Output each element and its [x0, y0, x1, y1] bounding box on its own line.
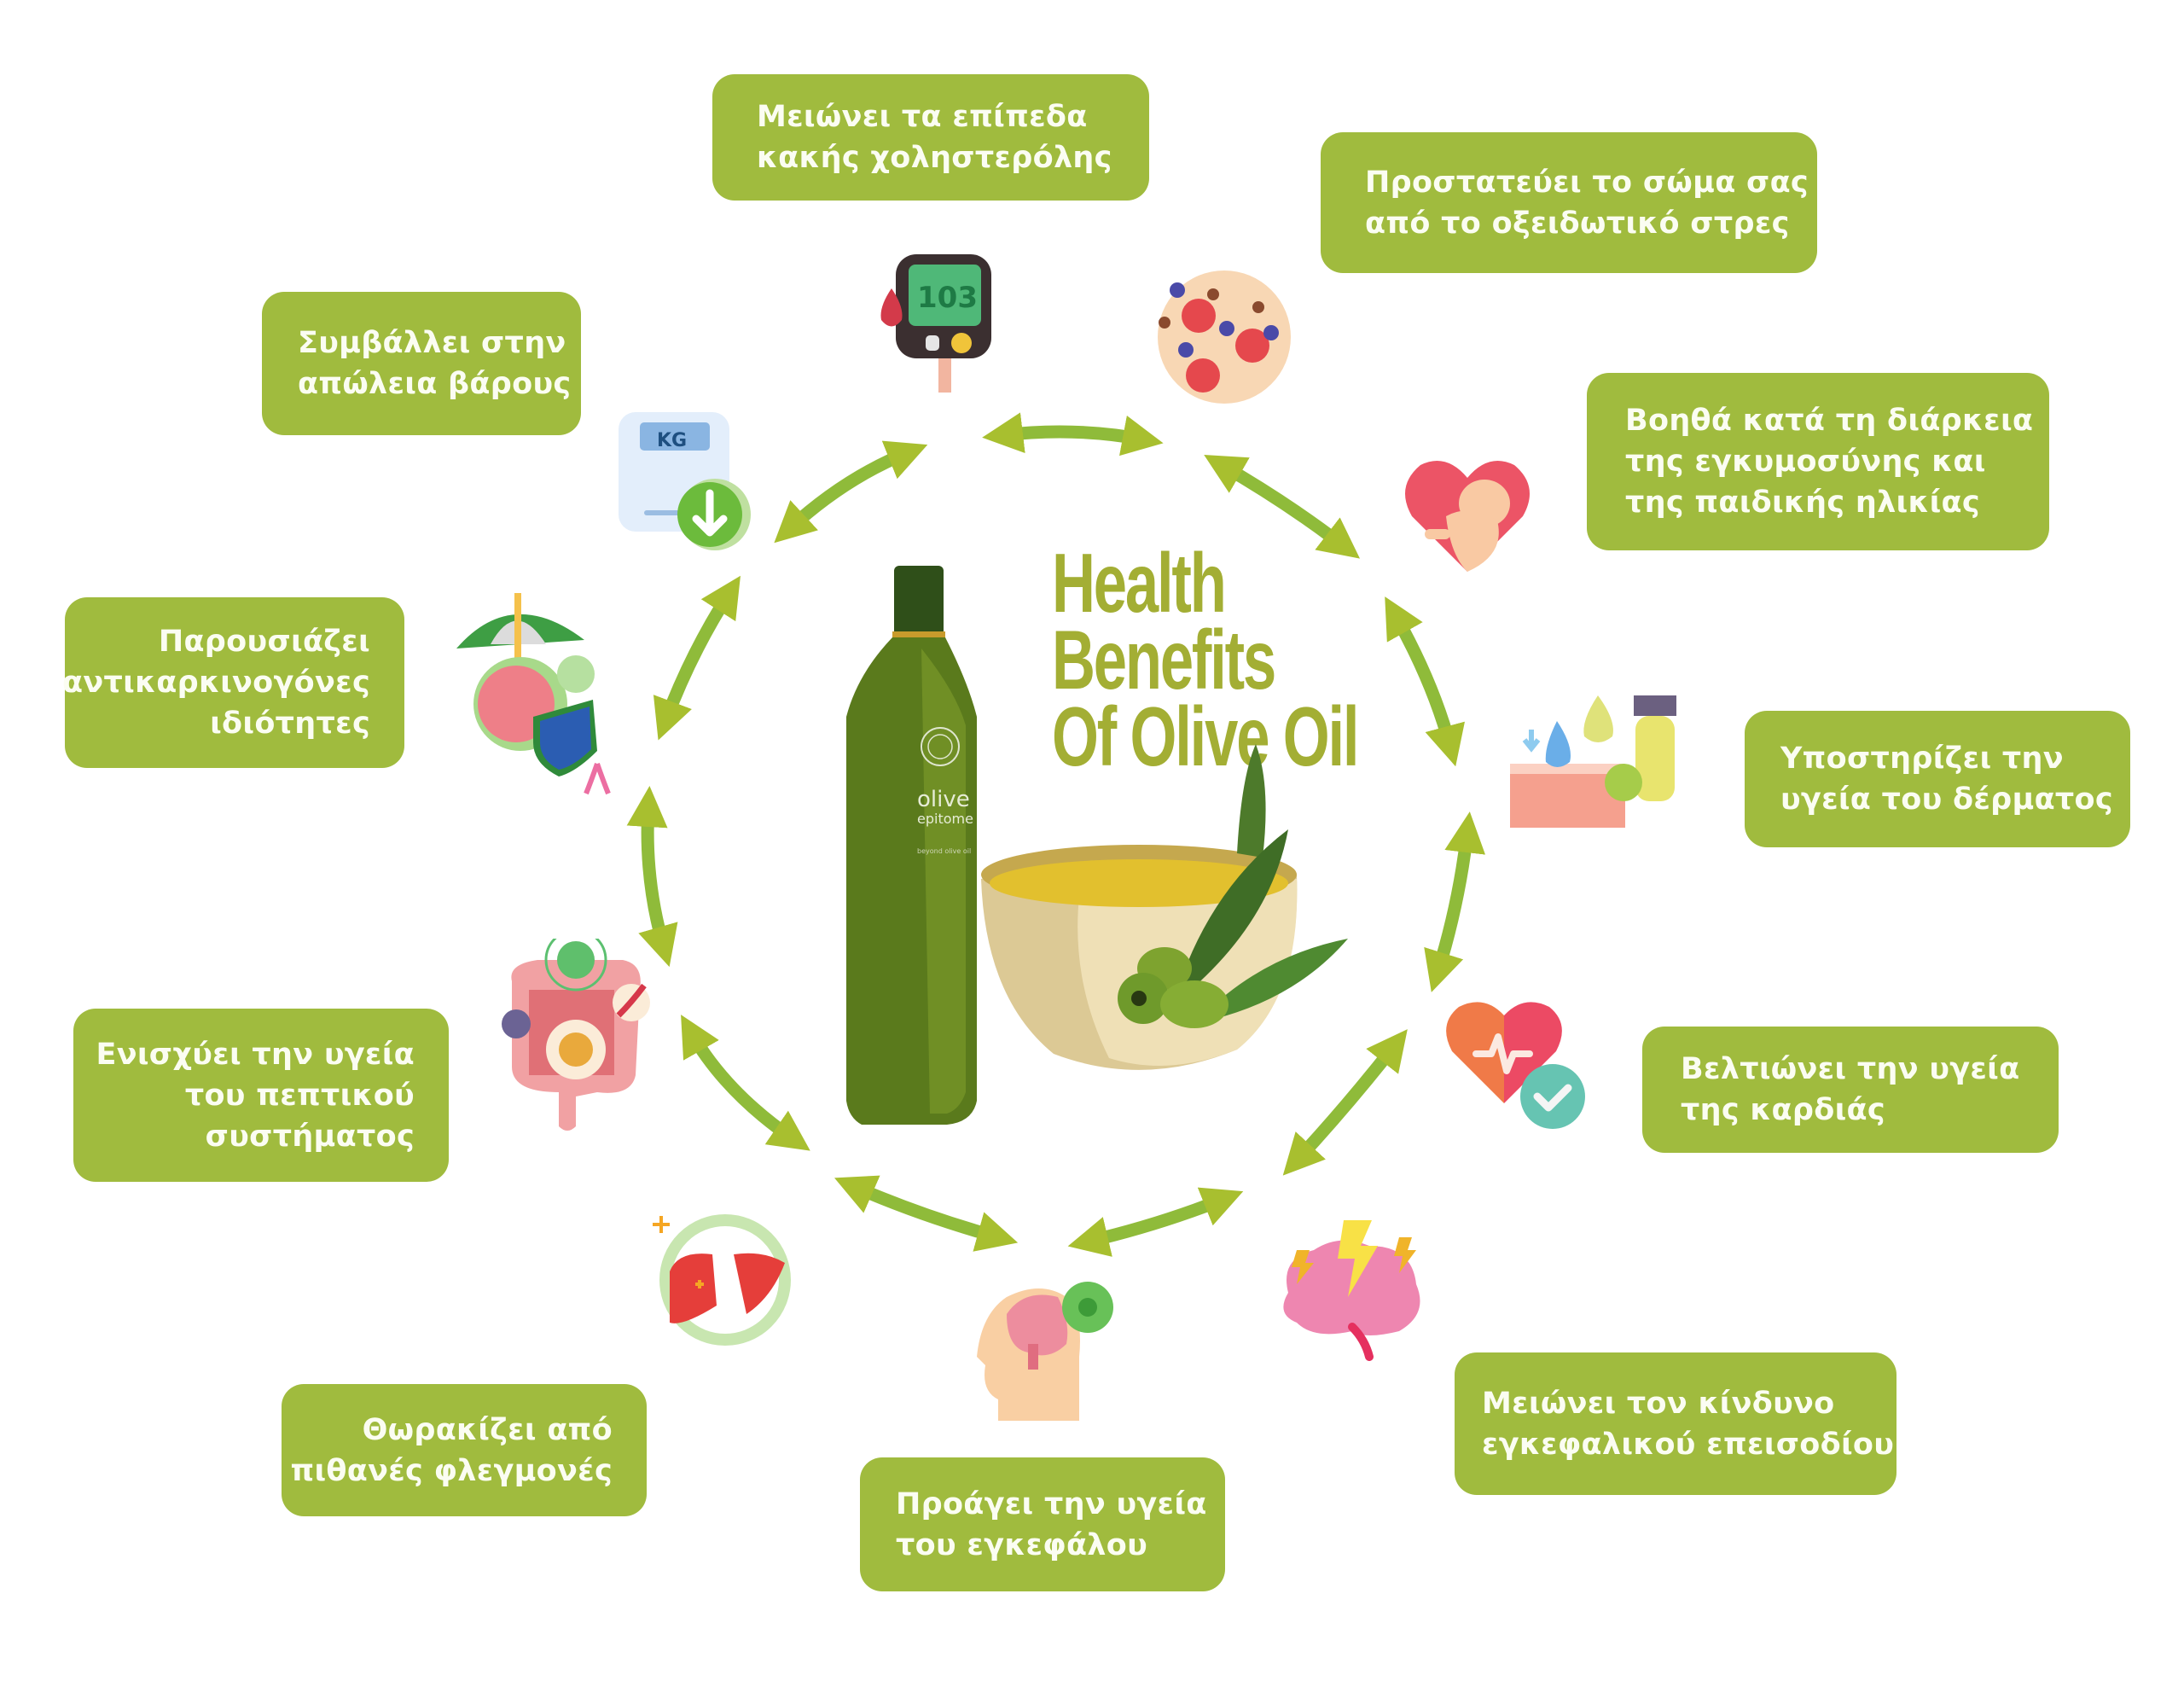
- benefit-text-line: Προάγει την υγεία: [896, 1486, 1207, 1521]
- benefit-text-line: του εγκεφάλου: [896, 1527, 1148, 1562]
- arrow-1: [982, 412, 1164, 457]
- benefit-text-line: Προστατεύει το σώμα σας: [1365, 165, 1809, 200]
- benefit-stroke: Μειώνει τον κίνδυνο εγκεφαλικού επεισοδί…: [1455, 1352, 1896, 1495]
- arrow-3: [1385, 596, 1466, 767]
- arrow-4: [1424, 811, 1486, 992]
- benefit-text-line: Παρουσιάζει: [158, 625, 370, 659]
- title-line-2: Benefits: [1052, 613, 1276, 707]
- benefit-text-line: της εγκυμοσύνης και: [1625, 445, 1986, 479]
- benefit-text-line: Θωρακίζει από: [362, 1412, 613, 1447]
- title-line-3: Of Olive Oil: [1052, 689, 1360, 783]
- head-brain-gear-icon: [977, 1282, 1113, 1421]
- scale-down-icon: KG: [619, 412, 751, 550]
- benefit-heart: Βελτιώνει την υγεία της καρδιάς: [1642, 1027, 2059, 1153]
- benefit-skin: Υποστηρίζει την υγεία του δέρματος: [1745, 711, 2130, 847]
- skin-care-icon: [1510, 695, 1676, 828]
- arrow-6: [1067, 1187, 1244, 1257]
- benefit-pregnancy: Βοηθά κατά τη διάρκεια της εγκυμοσύνης κ…: [1587, 373, 2049, 550]
- benefit-text-line: Βοηθά κατά τη διάρκεια: [1625, 404, 2034, 438]
- benefit-text-line: Ενισχύει την υγεία: [96, 1037, 415, 1072]
- intestine-icon: [502, 939, 650, 1131]
- benefit-text-line: υγεία του δέρματος: [1780, 782, 2113, 817]
- benefit-digestive: Ενισχύει την υγεία του πεπτικού συστήματ…: [73, 1009, 449, 1182]
- benefit-brain: Προάγει την υγεία του εγκεφάλου: [860, 1457, 1225, 1591]
- arrow-11: [774, 440, 928, 544]
- benefit-oxidative-stress: Προστατεύει το σώμα σας από το οξειδωτικ…: [1321, 132, 1817, 273]
- benefit-text-line: Μειώνει τον κίνδυνο: [1482, 1386, 1835, 1421]
- benefit-anticancer: Παρουσιάζει αντικαρκινογόνες ιδιότητες: [62, 597, 404, 768]
- benefit-text-line: εγκεφαλικού επεισοδίου: [1482, 1427, 1895, 1462]
- arrow-10: [653, 575, 741, 741]
- benefit-text-line: συστήματος: [205, 1119, 415, 1154]
- benefit-inflammation: Θωρακίζει από πιθανές φλεγμονές: [282, 1384, 647, 1516]
- benefit-text-line: της καρδιάς: [1681, 1093, 1885, 1127]
- bottle-tagline: beyond olive oil: [917, 847, 971, 855]
- benefit-text-line: του πεπτικού: [184, 1078, 415, 1113]
- benefit-text-line: Υποστηρίζει την: [1780, 742, 2064, 776]
- benefit-text-line: κακής χοληστερόλης: [757, 141, 1112, 175]
- benefit-text-line: Μειώνει τα επίπεδα: [757, 100, 1088, 134]
- arrow-2: [1204, 455, 1361, 559]
- heart-check-icon: [1446, 1002, 1585, 1129]
- liver-cycle-icon: [653, 1214, 791, 1346]
- scale-label: KG: [657, 430, 687, 451]
- fetus-heart-icon: [1405, 461, 1530, 572]
- arrow-7: [834, 1175, 1019, 1252]
- arrow-5: [1282, 1029, 1408, 1176]
- bottle-brand-sub: epitome: [917, 811, 973, 827]
- meter-reading: 103: [917, 281, 978, 315]
- title-line-1: Health: [1052, 536, 1227, 630]
- benefit-text-line: Συμβάλλει στην: [298, 326, 566, 360]
- benefit-text-line: αντικαρκινογόνες: [62, 666, 370, 700]
- glucose-meter-icon: 103: [880, 254, 991, 393]
- bottle-brand: olive: [917, 787, 970, 812]
- benefit-cholesterol: Μειώνει τα επίπεδα κακής χοληστερόλης: [712, 74, 1149, 201]
- olive-oil-bottle-illustration: olive epitome beyond olive oil: [846, 566, 1348, 1125]
- brain-lightning-icon: [1283, 1220, 1420, 1361]
- benefit-text-line: της παιδικής ηλικίας: [1625, 486, 1980, 520]
- free-radicals-icon: [1158, 270, 1291, 404]
- benefit-text-line: απώλεια βάρους: [298, 367, 572, 401]
- benefit-text-line: Βελτιώνει την υγεία: [1681, 1052, 2020, 1086]
- arrow-9: [626, 786, 678, 968]
- infographic-title: Health Benefits Of Olive Oil: [1052, 536, 1360, 783]
- benefit-text-line: ιδιότητες: [210, 707, 370, 741]
- benefit-weight-loss: Συμβάλλει στην απώλεια βάρους: [262, 292, 581, 435]
- arrow-8: [681, 1015, 810, 1151]
- benefit-text-line: από το οξειδωτικό στρες: [1365, 206, 1790, 241]
- benefit-text-line: πιθανές φλεγμονές: [290, 1453, 613, 1488]
- umbrella-shield-cell-icon: [456, 593, 611, 795]
